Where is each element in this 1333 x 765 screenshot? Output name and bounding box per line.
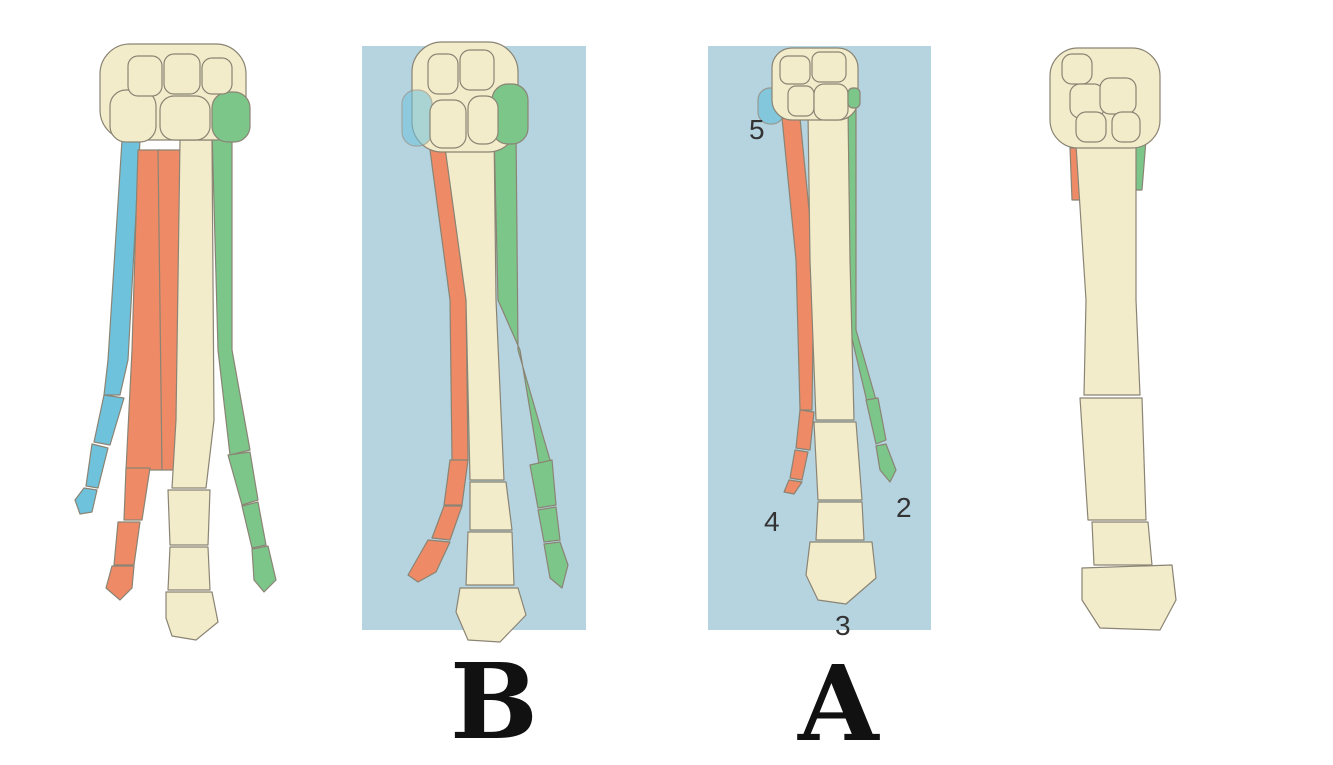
digit-label-4: 4 <box>764 506 780 537</box>
limb1-digit-center <box>165 139 219 641</box>
digit-label-5: 5 <box>749 114 765 145</box>
limb1-digit-blue <box>74 139 141 515</box>
panel-label-a: A <box>798 642 879 765</box>
limb3-digit-center <box>805 109 877 605</box>
limb2-digit-orange <box>407 149 469 583</box>
limb1-carpals <box>99 43 251 143</box>
limb2-carpals <box>401 41 529 153</box>
limb2-digit-green <box>493 129 569 589</box>
digit-label-2: 2 <box>896 492 912 523</box>
limb3-carpals <box>757 47 861 125</box>
limb2-digit-center <box>443 129 527 643</box>
digit-label-3: 3 <box>835 610 851 641</box>
limb4-carpals <box>1049 47 1161 149</box>
panel-label-b: B <box>450 640 538 763</box>
limb4-digit-center <box>1075 139 1177 631</box>
